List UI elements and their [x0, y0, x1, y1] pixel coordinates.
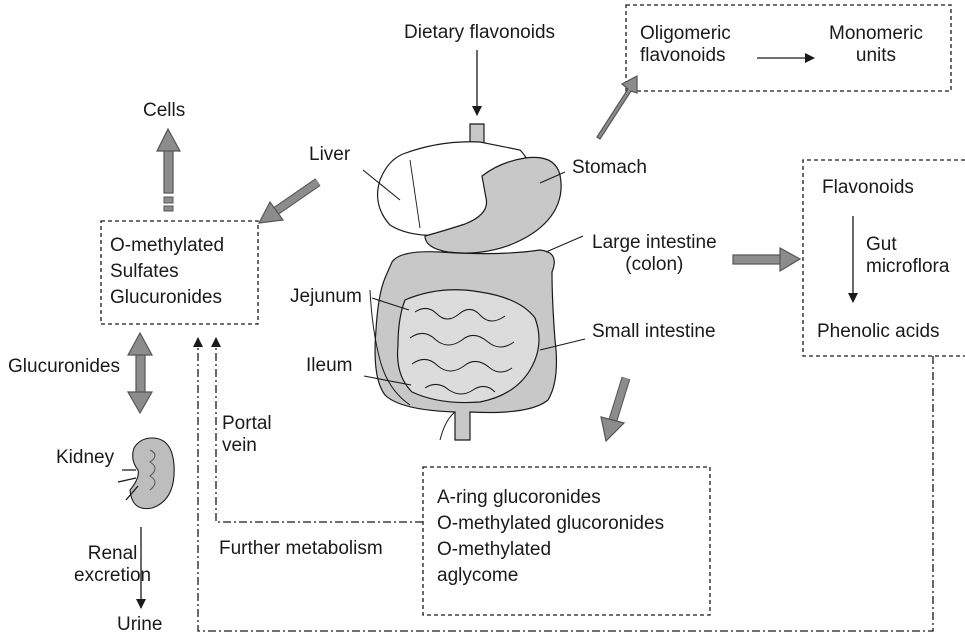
renal-excretion-line-1: Renal: [74, 543, 151, 565]
kidney-icon: [118, 438, 174, 509]
colon-flavonoids-label: Flavonoids: [822, 177, 914, 199]
liver-products-list: O-methylated Sulfates Glucuronides: [110, 233, 224, 311]
glucuronides-double-arrow: [128, 333, 152, 413]
intestine-product-item: O-methylated glucoronides: [437, 511, 664, 537]
intestine-product-item: A-ring glucoronides: [437, 485, 664, 511]
large-intestine-line-1: Large intestine: [592, 232, 717, 254]
stomach-to-oligomer-arrow: [597, 76, 637, 139]
stomach-label: Stomach: [572, 157, 647, 179]
oligomeric-line-1: Oligomeric: [640, 23, 731, 45]
liver-product-item: Sulfates: [110, 259, 224, 285]
glucuronides-label: Glucuronides: [8, 356, 120, 378]
oligomeric-label: Oligomeric flavonoids: [640, 23, 731, 67]
colon-to-flavonoids-arrow: [733, 248, 800, 271]
portal-vein-label: Portal vein: [222, 413, 272, 457]
monomeric-line-2: units: [829, 45, 923, 67]
portal-vein-line-2: vein: [222, 435, 272, 457]
dietary-flavonoids-label: Dietary flavonoids: [404, 22, 555, 44]
monomeric-line-1: Monomeric: [829, 23, 923, 45]
kidney-label: Kidney: [56, 447, 114, 469]
phenolic-acids-label: Phenolic acids: [817, 321, 940, 343]
intestine-products-list: A-ring glucoronides O-methylated glucoro…: [437, 485, 664, 589]
further-metabolism-label: Further metabolism: [219, 538, 383, 560]
urine-label: Urine: [117, 614, 162, 636]
liver-to-products-arrow: [259, 182, 318, 223]
jejunum-label: Jejunum: [290, 286, 362, 308]
large-intestine-line-2: (colon): [592, 254, 717, 276]
small-intestine-label: Small intestine: [592, 321, 716, 343]
renal-excretion-line-2: excretion: [74, 565, 151, 587]
gut-microflora-line-1: Gut: [866, 234, 949, 256]
digestive-organs: [370, 124, 561, 440]
large-intestine-label: Large intestine (colon): [592, 232, 717, 276]
monomeric-label: Monomeric units: [829, 23, 923, 67]
cells-arrow: [157, 129, 180, 211]
liver-product-item: Glucuronides: [110, 285, 224, 311]
ileum-label: Ileum: [306, 355, 352, 377]
cells-label: Cells: [143, 100, 185, 122]
gut-microflora-line-2: microflora: [866, 256, 949, 278]
oligomeric-line-2: flavonoids: [640, 45, 731, 67]
intestine-product-item: aglycome: [437, 563, 664, 589]
renal-excretion-label: Renal excretion: [74, 543, 151, 587]
portal-vein-line-1: Portal: [222, 413, 272, 435]
liver-product-item: O-methylated: [110, 233, 224, 259]
liver-label: Liver: [309, 144, 350, 166]
gut-microflora-label: Gut microflora: [866, 234, 949, 278]
small-intestine-to-products-arrow: [601, 378, 626, 441]
intestine-product-item: O-methylated: [437, 537, 664, 563]
